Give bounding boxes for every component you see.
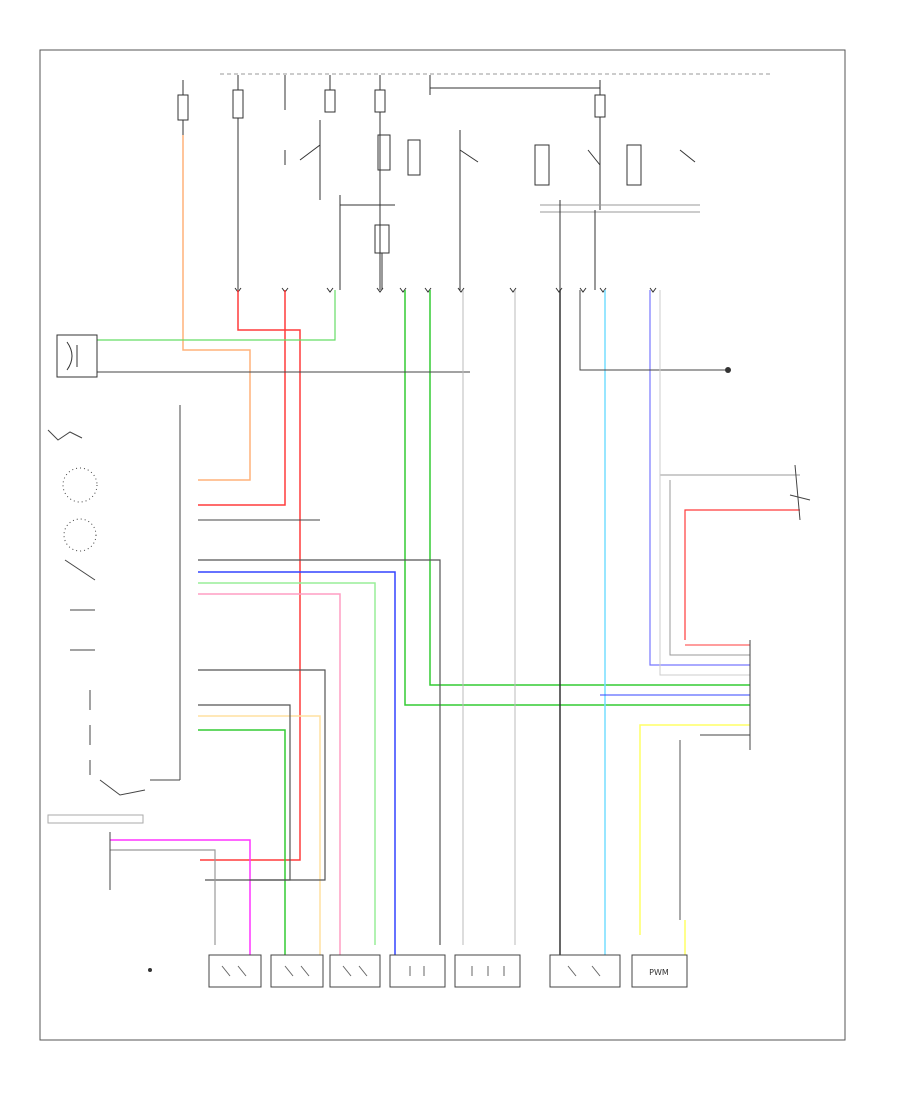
green-wire-1 — [404, 290, 750, 706]
red-wire-1 — [200, 290, 301, 861]
orange-wire — [182, 135, 251, 481]
green-wire-ambient — [95, 290, 336, 341]
gray-wire-4 — [110, 849, 216, 945]
connector-row — [234, 287, 657, 293]
pwm-module: PWM — [631, 954, 688, 988]
temp-actuator — [389, 954, 446, 988]
magenta-wire — [110, 839, 251, 960]
yellow-wire — [639, 724, 750, 935]
left-switch-panel — [47, 429, 146, 824]
green-wire-mode — [198, 729, 286, 960]
ground-symbol — [725, 367, 731, 373]
pink-wire — [198, 593, 341, 960]
blue-wire — [198, 571, 396, 960]
gray-wire-3 — [198, 669, 326, 881]
ambient-sensor — [56, 334, 98, 378]
fuse-relay-section — [177, 75, 700, 290]
mode-actuator — [270, 954, 324, 988]
right-heated-seat — [549, 954, 621, 988]
diagram-frame — [39, 49, 846, 1041]
violet-wire — [649, 290, 750, 666]
red-wire-3 — [684, 509, 800, 640]
gray-wire-2 — [198, 704, 291, 881]
blower-motor — [208, 954, 262, 988]
gray-wire-1 — [198, 559, 441, 945]
black-wire-ground — [579, 290, 725, 371]
left-heated-seat — [454, 954, 521, 988]
ground-point — [148, 968, 152, 972]
recirc-actuator — [329, 954, 381, 988]
red-wire-2 — [198, 290, 286, 506]
pwm-label: PWM — [649, 968, 669, 977]
lightgreen-wire — [198, 582, 376, 945]
right-connector-block — [749, 464, 811, 750]
bottom-actuators: PWM — [208, 954, 688, 988]
tan-wire — [198, 715, 321, 960]
green-wire-2 — [429, 290, 750, 686]
